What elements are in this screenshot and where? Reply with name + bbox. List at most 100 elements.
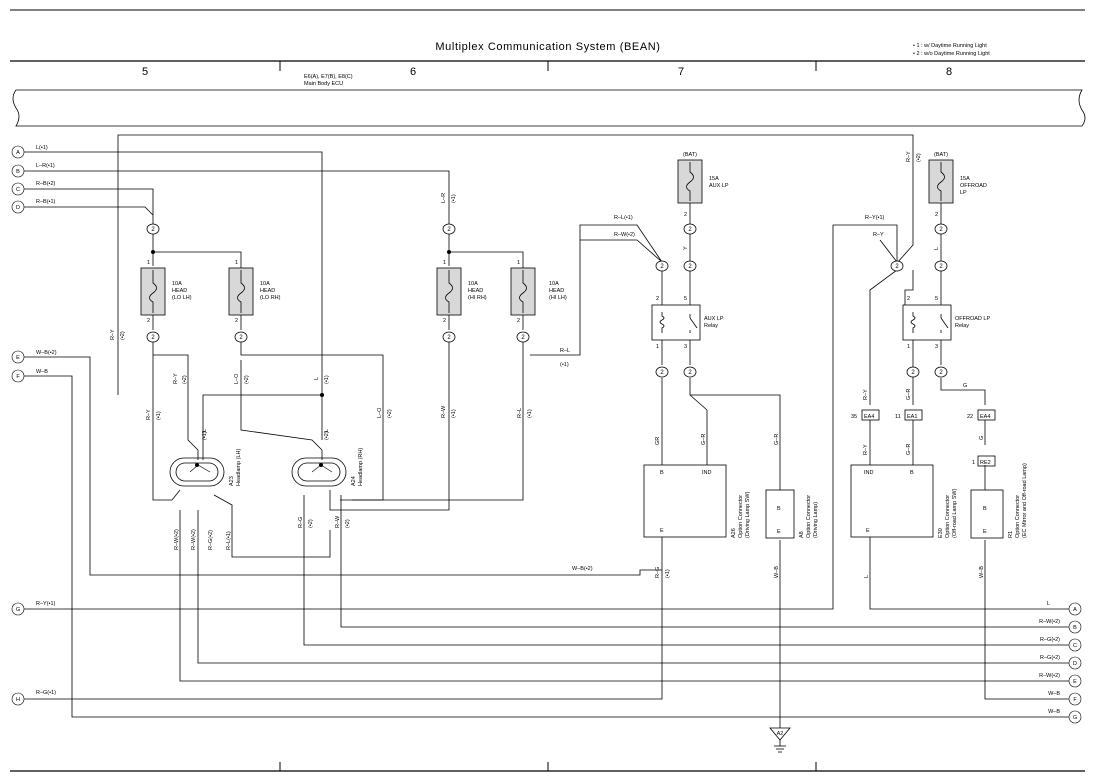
wl-s2-rh1: (•2) bbox=[308, 519, 314, 528]
junction-pin-1: 1 bbox=[972, 460, 975, 466]
wl-wb-a8: W–B bbox=[774, 566, 780, 578]
wl-l-e30: L bbox=[864, 575, 870, 578]
svg-text:2: 2 bbox=[935, 212, 938, 218]
wl-rw2-a: R–W(•2) bbox=[174, 529, 180, 550]
svg-text:2: 2 bbox=[688, 370, 692, 376]
wl-lr: L–R bbox=[441, 193, 447, 203]
a26-pin-ind: IND bbox=[702, 470, 712, 476]
terminal-c-right: C bbox=[1073, 643, 1077, 649]
wire-label-g-right: W–B bbox=[1048, 709, 1060, 715]
a8-pin-e: E bbox=[777, 529, 781, 535]
wl-rw-1: R–W bbox=[441, 405, 447, 418]
wire-label-d-left: R–B(•1) bbox=[36, 199, 56, 205]
connector-a8: B E bbox=[765, 489, 795, 539]
svg-text:5: 5 bbox=[684, 296, 687, 302]
junction-pin-11: 11 bbox=[895, 414, 901, 420]
wl-l-3: L bbox=[324, 429, 330, 432]
svg-text:2: 2 bbox=[939, 264, 943, 270]
headlamp-rh-name: Headlamp (RH) bbox=[358, 448, 364, 486]
wl-rw-rh: R–W bbox=[335, 515, 341, 528]
wl-rl-1: R–L bbox=[517, 408, 523, 418]
headlamp-lh-code: A23 bbox=[229, 476, 235, 486]
svg-text:2: 2 bbox=[447, 227, 451, 233]
left-terminals: A B C D E F G H bbox=[11, 145, 25, 706]
connector-r1: B E bbox=[970, 489, 1004, 539]
bat-label-aux: (BAT) bbox=[683, 152, 697, 158]
terminal-d-left: D bbox=[16, 205, 20, 211]
svg-text:2: 2 bbox=[907, 296, 910, 302]
terminal-g-left: G bbox=[16, 607, 20, 613]
wl-s2-6: (•2) bbox=[916, 153, 922, 162]
fuse-5-name: AUX LP bbox=[709, 183, 729, 189]
column-6: 6 bbox=[410, 66, 416, 78]
wire-label-h-left: R–G(•1) bbox=[36, 690, 56, 696]
relay-aux-lp bbox=[651, 304, 701, 341]
terminal-h-left: H bbox=[16, 697, 20, 703]
ground-label: A2 bbox=[777, 731, 784, 737]
fuse-offroad-lp bbox=[928, 159, 954, 204]
fuse-5-amp: 15A bbox=[709, 176, 719, 182]
e30-l1: Option Connector bbox=[945, 495, 951, 538]
junction-pin-22: 22 bbox=[967, 414, 973, 420]
a8-code: A8 bbox=[799, 531, 805, 538]
r1-pin-e: E bbox=[983, 529, 987, 535]
a26-pin-e: E bbox=[660, 528, 664, 534]
fuse-1-name: HEAD bbox=[172, 288, 187, 294]
wl-s1-4: (•1) bbox=[451, 194, 457, 203]
wl-ry-2: R–Y bbox=[146, 409, 152, 420]
bat-label-offroad: (BAT) bbox=[934, 152, 948, 158]
svg-text:2: 2 bbox=[939, 370, 943, 376]
wl-s2-4: (•2) bbox=[324, 431, 330, 440]
fuse-4-amp: 10A bbox=[549, 281, 559, 287]
ecu-body bbox=[12, 89, 1086, 127]
wl-ry-6: R–Y bbox=[863, 444, 869, 455]
svg-text:2: 2 bbox=[147, 318, 150, 324]
wl-ry-1: R–Y bbox=[110, 329, 116, 340]
wl-rg-rh: R–G bbox=[298, 517, 304, 528]
headlamp-rh-code: A24 bbox=[351, 476, 357, 486]
terminal-d-right: D bbox=[1073, 661, 1077, 667]
right-terminals: A B C D E F G bbox=[1068, 602, 1082, 724]
wl-g-off: G bbox=[963, 383, 967, 389]
column-7: 7 bbox=[678, 66, 684, 78]
svg-text:1: 1 bbox=[235, 260, 238, 266]
fuse-head-lo-lh bbox=[140, 267, 166, 316]
svg-text:2: 2 bbox=[911, 370, 915, 376]
wl-rl1: R–L(•1) bbox=[226, 531, 232, 550]
wl-wb-r1: W–B bbox=[979, 566, 985, 578]
wl-s1-6: (•1) bbox=[527, 409, 533, 418]
a26-l2: (Driving Lamp SW) bbox=[745, 491, 751, 538]
svg-text:2: 2 bbox=[660, 370, 664, 376]
junction-pin-35: 35 bbox=[851, 414, 857, 420]
terminal-a-right: A bbox=[1073, 607, 1077, 613]
svg-text:2: 2 bbox=[895, 264, 899, 270]
svg-text:2: 2 bbox=[151, 335, 155, 341]
wire-label-b-left: L–R(•1) bbox=[36, 163, 55, 169]
terminal-b-left: B bbox=[16, 169, 20, 175]
ground-icon bbox=[769, 727, 791, 753]
wires bbox=[24, 134, 1069, 728]
fuse-3-amp: 10A bbox=[468, 281, 478, 287]
svg-text:2: 2 bbox=[443, 318, 446, 324]
relay-offroad-name: OFFROAD LP bbox=[955, 316, 990, 322]
fuse-head-lo-rh bbox=[228, 267, 254, 316]
wire-label-a-left: L(•1) bbox=[36, 145, 48, 151]
wl-lo-1: L–O bbox=[234, 373, 240, 384]
fuse-3-sub: (HI RH) bbox=[468, 295, 487, 301]
svg-text:1: 1 bbox=[147, 260, 150, 266]
e30-pin-e: E bbox=[866, 528, 870, 534]
connector-e30: IND B E bbox=[850, 464, 934, 538]
wl-l-1: L bbox=[202, 429, 208, 432]
wl-rg-a26: R–G bbox=[655, 567, 661, 578]
terminal-b-right: B bbox=[1073, 625, 1077, 631]
svg-text:2: 2 bbox=[939, 227, 943, 233]
svg-text:2: 2 bbox=[239, 335, 243, 341]
fuse-4-name: HEAD bbox=[549, 288, 564, 294]
r1-l2: (EC Mirror and Off-road Lamp) bbox=[1022, 463, 1028, 538]
page-title: Multiplex Communication System (BEAN) bbox=[435, 41, 660, 53]
wl-ry-5: R–Y bbox=[863, 389, 869, 400]
wl-s2-rh2: (•2) bbox=[345, 519, 351, 528]
relay-offroad-lp bbox=[902, 304, 952, 341]
junction-ea1: EA1 bbox=[907, 414, 917, 420]
